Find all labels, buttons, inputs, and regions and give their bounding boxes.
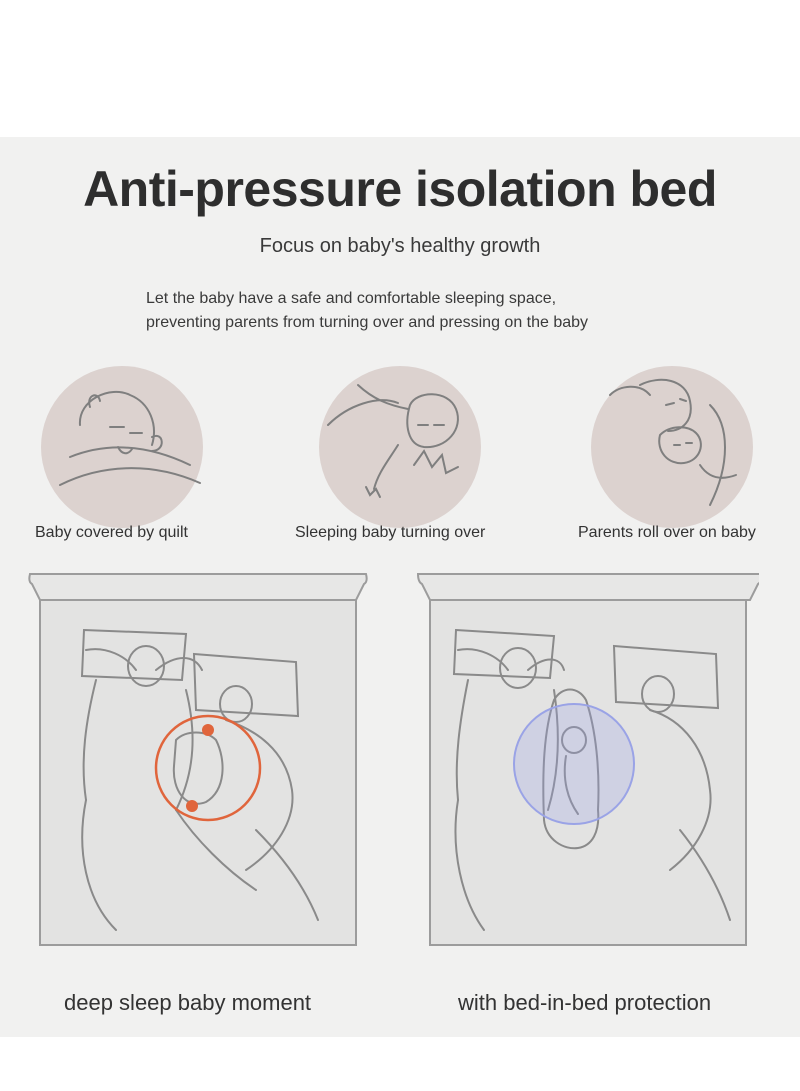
scene-caption-1: deep sleep baby moment — [64, 990, 312, 1015]
description: Let the baby have a safe and comfortable… — [146, 287, 706, 335]
risk-caption-2: Sleeping baby turning over — [295, 524, 486, 541]
page-subtitle: Focus on baby's healthy growth — [259, 235, 541, 257]
unprotected-cosleeping-illustration — [26, 570, 371, 955]
page-title: Anti-pressure isolation bed — [83, 161, 717, 217]
parent-rolling-on-baby-icon — [590, 365, 754, 529]
description-line-2: preventing parents from turning over and… — [146, 314, 589, 331]
baby-under-quilt-icon — [40, 365, 204, 529]
scene-caption-2: with bed-in-bed protection — [458, 990, 712, 1015]
description-line-1: Let the baby have a safe and comfortable… — [146, 290, 557, 307]
risk-caption-3: Parents roll over on baby — [578, 524, 756, 541]
baby-rolling-over-icon — [318, 365, 482, 529]
risk-caption-1: Baby covered by quilt — [35, 524, 188, 541]
bed-in-bed-illustration — [414, 570, 762, 955]
